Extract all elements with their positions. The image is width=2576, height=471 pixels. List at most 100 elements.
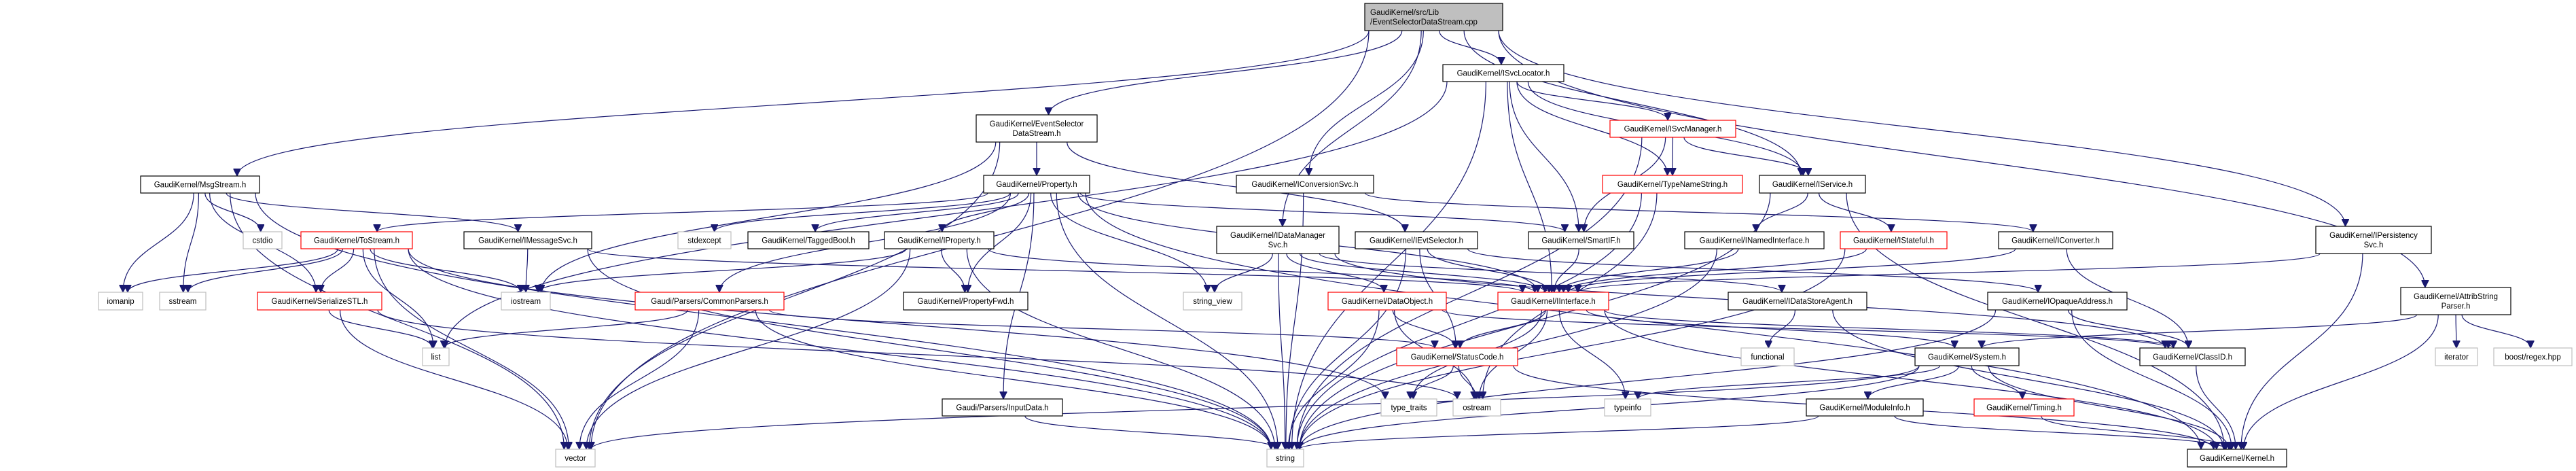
node-gaudikernel-msgstream-h[interactable]: GaudiKernel/MsgStream.h: [140, 175, 260, 194]
node-gaudikernel-isvcmanager-h[interactable]: GaudiKernel/ISvcManager.h: [1609, 120, 1736, 138]
node-gaudikernel-tostream-h[interactable]: GaudiKernel/ToStream.h: [300, 231, 413, 249]
node-label: list: [431, 353, 441, 362]
edge-system-to-vector: [591, 365, 1920, 449]
node-box: [2139, 347, 2246, 366]
edge-iinterface-to-statuscode: [1460, 309, 1546, 349]
node-gaudikernel-property-h[interactable]: GaudiKernel/Property.h: [983, 175, 1090, 194]
node-layer: GaudiKernel/src/Lib/EventSelectorDataStr…: [98, 3, 2573, 468]
node-gaudikernel-iconversionsvc-h[interactable]: GaudiKernel/IConversionSvc.h: [1236, 175, 1374, 194]
node-label: GaudiKernel/IService.h: [1772, 181, 1853, 189]
node-box: [1216, 226, 1340, 254]
node-gaudikernel-propertyfwd-h[interactable]: GaudiKernel/PropertyFwd.h: [903, 292, 1028, 311]
edge-root-to-iservice: [1463, 30, 1801, 175]
node-gaudi-parsers-inputdata-h[interactable]: Gaudi/Parsers/InputData.h: [942, 398, 1063, 417]
node-label: vector: [565, 455, 586, 463]
node-gaudikernel-isvclocator-h[interactable]: GaudiKernel/ISvcLocator.h: [1442, 64, 1564, 82]
node-gaudikernel-src-lib-eventselectordatastream-cpp[interactable]: GaudiKernel/src/Lib/EventSelectorDataStr…: [1364, 3, 1503, 31]
edge-iinterface-to-kernel: [1604, 309, 2217, 449]
node-box: [1452, 398, 1501, 417]
node-gaudikernel-ievtselector-h[interactable]: GaudiKernel/IEvtSelector.h: [1355, 231, 1478, 249]
node-label: GaudiKernel/ISvcManager.h: [1624, 126, 1722, 134]
node-gaudikernel-statuscode-h[interactable]: GaudiKernel/StatusCode.h: [1396, 347, 1518, 366]
edge-iinterface-to-typeinfo: [1558, 309, 1625, 399]
node-box: [2493, 347, 2573, 366]
node-label: /EventSelectorDataStream.cpp: [1370, 18, 1478, 27]
edge-commonparsers-to-list: [444, 309, 688, 349]
node-box: [1236, 175, 1374, 194]
node-gaudikernel-system-h[interactable]: GaudiKernel/System.h: [1914, 347, 2020, 366]
node-box: [1266, 449, 1304, 468]
edge-property-to-string: [1056, 192, 1278, 449]
node-gaudikernel-serializestl-h[interactable]: GaudiKernel/SerializeSTL.h: [257, 292, 382, 311]
node-gaudikernel-kernel-h[interactable]: GaudiKernel/Kernel.h: [2187, 449, 2287, 468]
node-label: sstream: [169, 298, 197, 306]
node-gaudikernel-inamedinterface-h[interactable]: GaudiKernel/INamedInterface.h: [1684, 231, 1825, 249]
node-label: functional: [1751, 353, 1784, 362]
node-gaudikernel-dataobject-h[interactable]: GaudiKernel/DataObject.h: [1327, 292, 1447, 311]
node-box: [1355, 231, 1478, 249]
node-gaudikernel-idatastoreagent-h[interactable]: GaudiKernel/IDataStoreAgent.h: [1728, 292, 1867, 311]
node-label: GaudiKernel/IMessageSvc.h: [478, 237, 577, 245]
edge-statuscode-to-ostream: [1458, 365, 1476, 399]
node-gaudikernel-smartif-h[interactable]: GaudiKernel/SmartIF.h: [1528, 231, 1634, 249]
node-gaudikernel-iproperty-h[interactable]: GaudiKernel/IProperty.h: [884, 231, 995, 249]
node-box: [1728, 292, 1867, 311]
node-box: [677, 231, 732, 249]
node-box: [257, 292, 382, 311]
edge-tostream-to-string: [408, 248, 1271, 449]
node-box: [1740, 347, 1795, 366]
node-label: type_traits: [1391, 404, 1427, 413]
edge-moduleinfo-to-kernel: [1894, 415, 2226, 450]
node-type-traits: type_traits: [1380, 398, 1437, 417]
node-cstdio: cstdio: [243, 231, 283, 249]
node-label: typeinfo: [1614, 404, 1641, 413]
node-gaudikernel-taggedbool-h[interactable]: GaudiKernel/TaggedBool.h: [747, 231, 870, 249]
node-gaudikernel-eventselectordatastream-h[interactable]: GaudiKernel/EventSelectorDataStream.h: [976, 114, 1098, 143]
node-label: iomanip: [107, 298, 134, 306]
edge-tostream-to-serializestl: [321, 248, 355, 292]
node-label: Parser.h: [2441, 302, 2471, 311]
edge-idatamanagersvc-to-string_view: [1215, 253, 1273, 293]
edge-tostream-to-type_traits: [408, 248, 1385, 399]
node-label: GaudiKernel/TaggedBool.h: [762, 237, 855, 245]
node-gaudikernel-iopaqueaddress-h[interactable]: GaudiKernel/IOpaqueAddress.h: [1987, 292, 2128, 311]
node-gaudikernel-iinterface-h[interactable]: GaudiKernel/IInterface.h: [1497, 292, 1609, 311]
node-label: GaudiKernel/SmartIF.h: [1541, 237, 1620, 245]
node-label: cstdio: [252, 237, 272, 245]
node-string-view: string_view: [1183, 292, 1242, 311]
node-box: [1973, 398, 2075, 417]
edge-statuscode-to-type_traits: [1410, 365, 1454, 400]
node-label: GaudiKernel/INamedInterface.h: [1700, 237, 1810, 245]
edge-istateful-to-iinterface: [1564, 248, 1867, 293]
node-box: [243, 231, 283, 249]
node-box: [1806, 398, 1924, 417]
edge-attribstringparser-to-kernel: [2244, 314, 2439, 449]
node-gaudikernel-imessagesvc-h[interactable]: GaudiKernel/IMessageSvc.h: [463, 231, 592, 249]
edge-root-to-conversionsvc: [1309, 30, 1424, 175]
edge-svclocator-to-svcmanager: [1516, 81, 1668, 121]
node-gaudikernel-istateful-h[interactable]: GaudiKernel/IStateful.h: [1840, 231, 1948, 249]
edge-idatamanagersvc-to-idatastoreagent: [1319, 253, 1782, 293]
node-gaudikernel-timing-h[interactable]: GaudiKernel/Timing.h: [1973, 398, 2075, 417]
edge-iopaqueaddress-to-kernel: [2071, 309, 2232, 449]
node-label: GaudiKernel/ClassID.h: [2153, 353, 2232, 362]
node-iomanip: iomanip: [98, 292, 143, 311]
node-label: GaudiKernel/Property.h: [996, 181, 1077, 189]
node-box: [422, 347, 450, 366]
edge-tostream-to-sstream: [188, 248, 344, 293]
edge-iservice-to-istateful: [1818, 192, 1891, 232]
node-gaudikernel-iconverter-h[interactable]: GaudiKernel/IConverter.h: [1998, 231, 2113, 249]
node-gaudikernel-classid-h[interactable]: GaudiKernel/ClassID.h: [2139, 347, 2246, 366]
node-gaudikernel-typenamestring-h[interactable]: GaudiKernel/TypeNameString.h: [1602, 175, 1743, 194]
node-label: GaudiKernel/IConverter.h: [2011, 237, 2100, 245]
edge-svcmanager-to-string: [1297, 137, 1643, 449]
edge-ievtselector-to-iopaqueaddress: [1467, 248, 2038, 293]
node-gaudikernel-iservice-h[interactable]: GaudiKernel/IService.h: [1759, 175, 1866, 194]
node-gaudikernel-moduleinfo-h[interactable]: GaudiKernel/ModuleInfo.h: [1806, 398, 1924, 417]
node-gaudi-parsers-commonparsers-h[interactable]: Gaudi/Parsers/CommonParsers.h: [634, 292, 785, 311]
edge-property-to-propertyfwd: [968, 192, 1032, 292]
